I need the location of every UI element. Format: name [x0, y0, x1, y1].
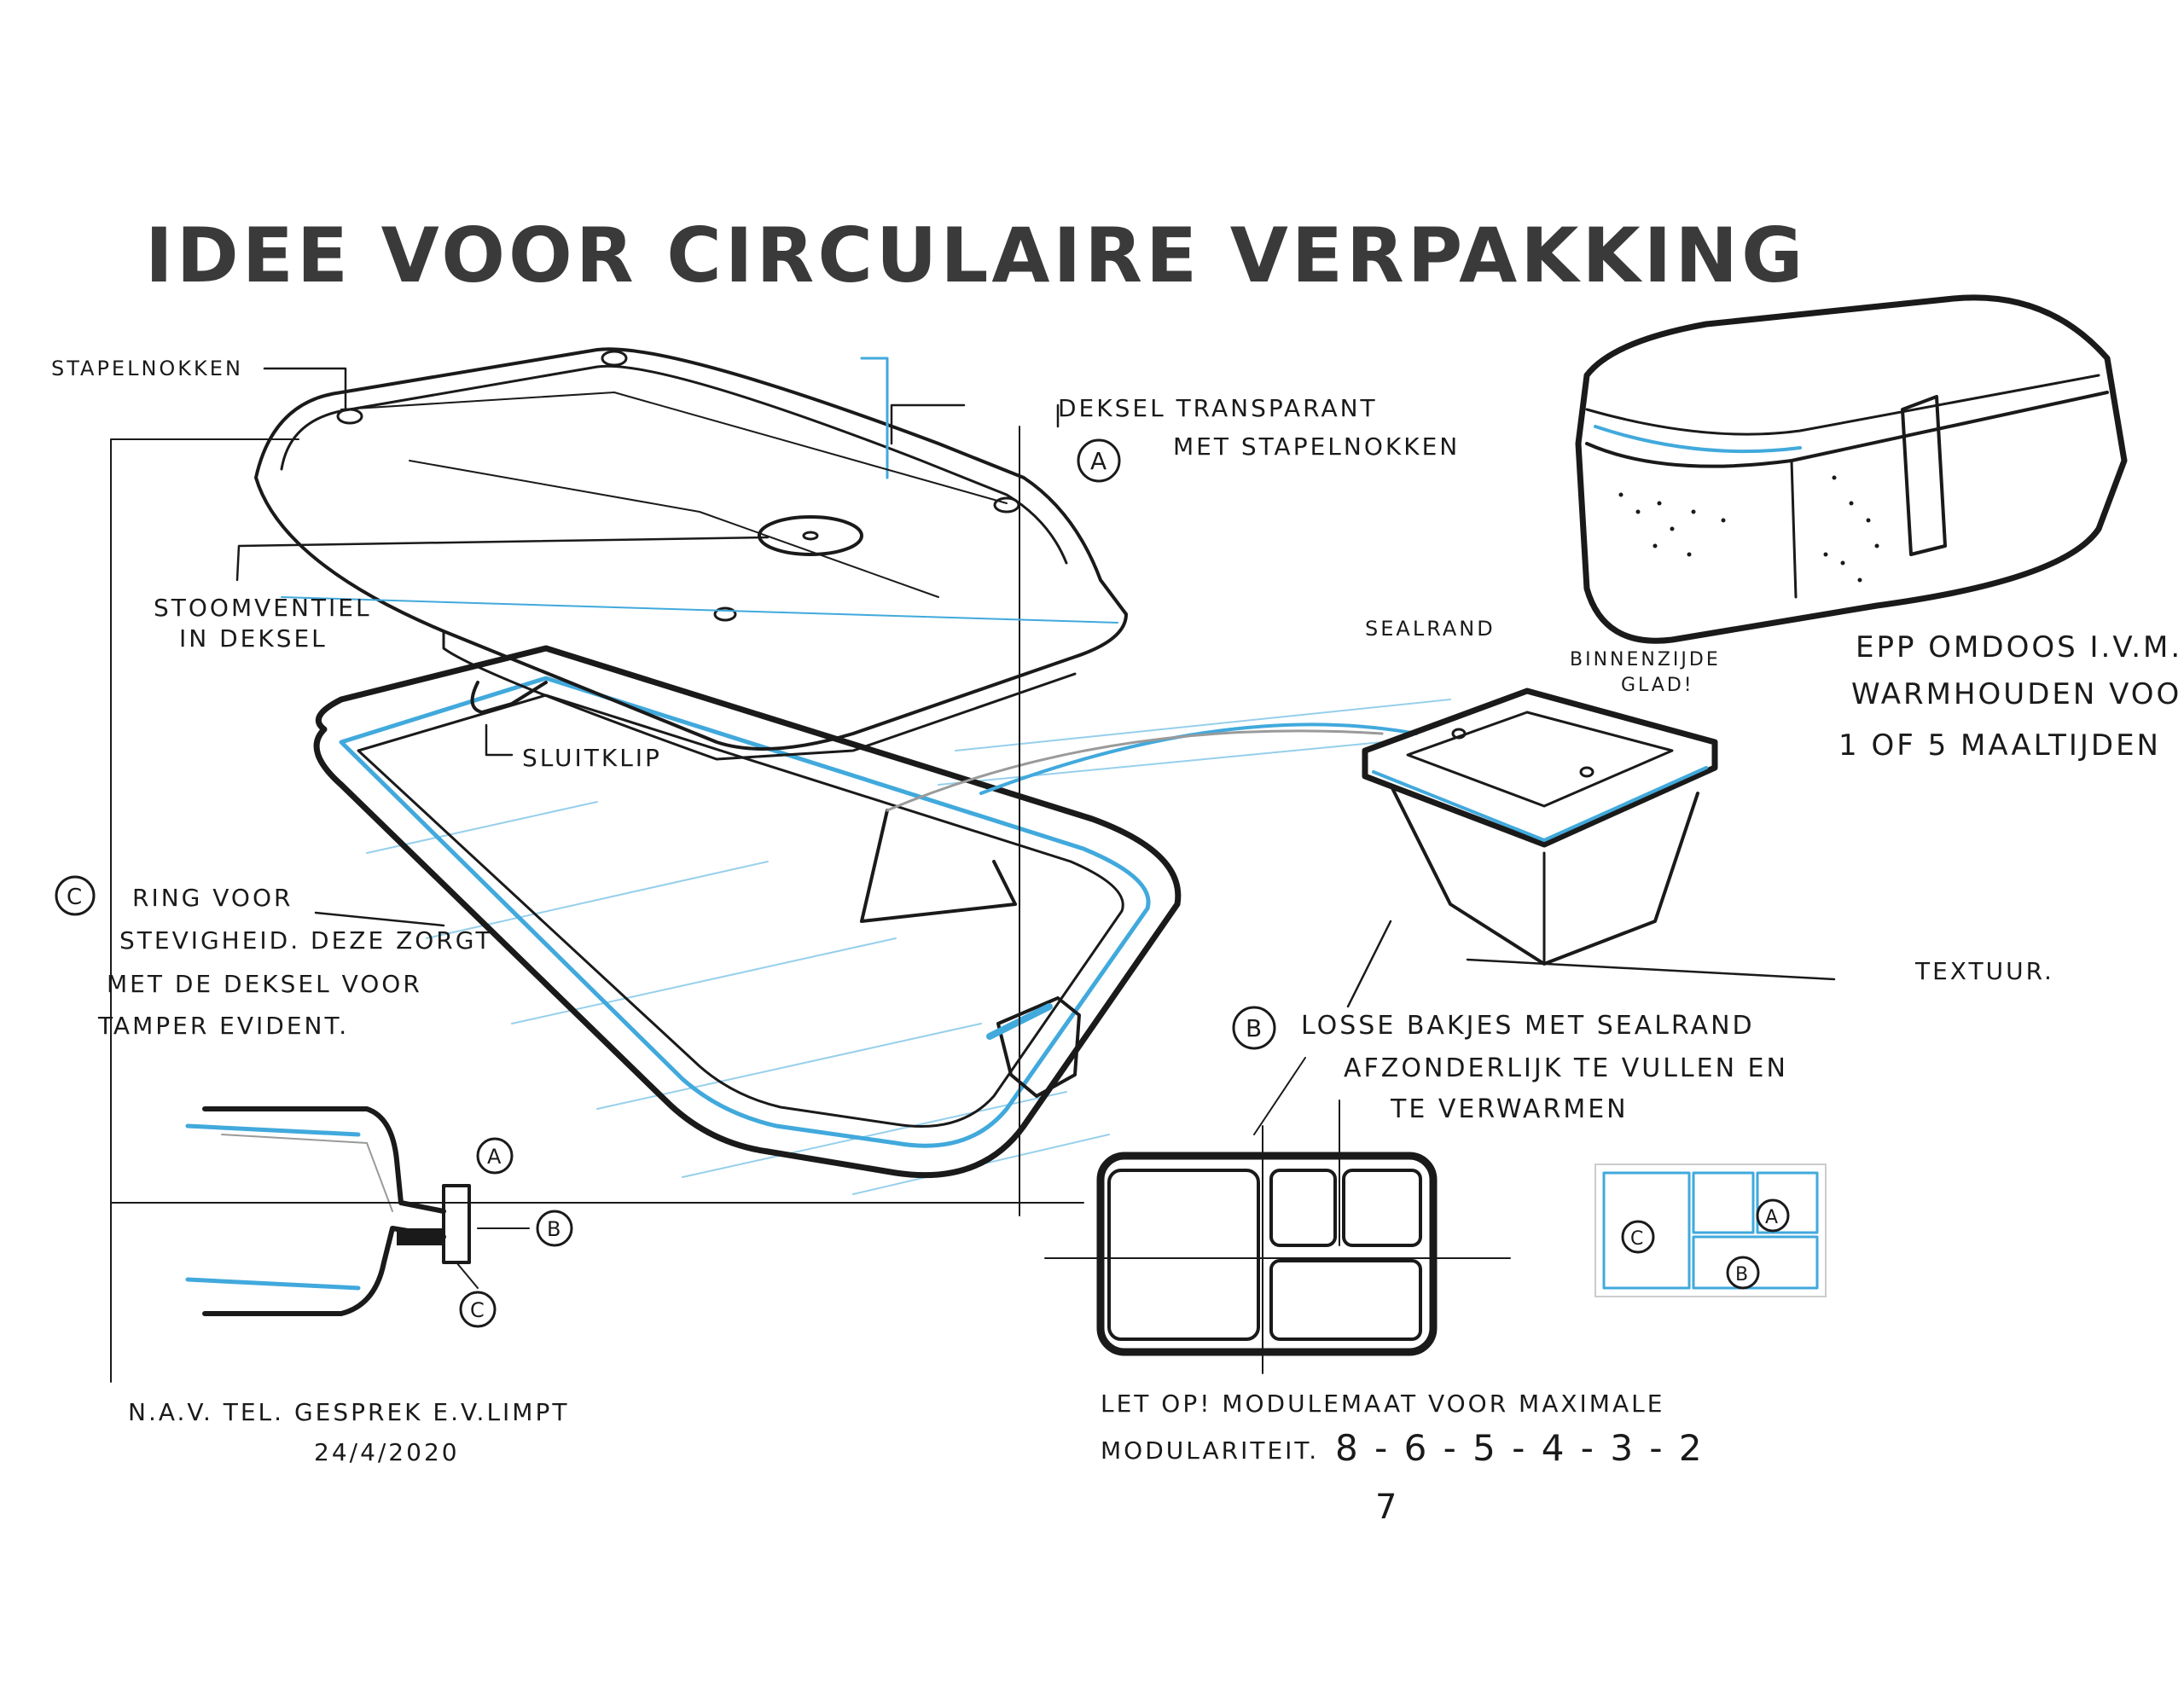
grid-label-c: C [1630, 1228, 1646, 1250]
label-sealrand: SEALRAND [1365, 617, 1496, 641]
label-losse-line3: TE VERWARMEN [1390, 1094, 1629, 1124]
note-line2: 24/4/2020 [314, 1438, 460, 1466]
detail-label-b: B [547, 1217, 563, 1241]
grid-label-b: B [1735, 1264, 1751, 1285]
letop-line2: MODULARITEIT. [1101, 1436, 1319, 1465]
modular-top-view [1044, 1057, 1511, 1374]
marker-c-circle [55, 875, 96, 916]
marker-a-circle [1077, 438, 1121, 483]
label-losse-line2: AFZONDERLIJK TE VULLEN EN [1344, 1053, 1788, 1083]
marker-b-circle [1232, 1006, 1276, 1050]
label-ring-line4: TAMPER EVIDENT. [97, 1012, 349, 1040]
label-stoomventiel-line1: STOOMVENTIEL [154, 594, 372, 622]
grid-label-a: A [1765, 1207, 1780, 1228]
label-epp-line2: WARMHOUDEN VOOR [1851, 677, 2184, 711]
rim-section-detail [110, 1106, 1084, 1328]
detail-label-a: A [487, 1145, 503, 1169]
label-epp-line3: 1 OF 5 MAALTIJDEN [1838, 728, 2161, 763]
label-binnenzijde-line2: GLAD! [1621, 675, 1694, 696]
label-ring-line3: MET DE DEKSEL VOOR [107, 970, 422, 998]
epp-texture-dots [1618, 475, 1879, 583]
label-deksel-line2: MET STAPELNOKKEN [1173, 432, 1460, 461]
marker-a-label: A [1090, 447, 1109, 475]
note-line1: N.A.V. TEL. GESPREK E.V.LIMPT [128, 1398, 569, 1426]
label-losse-line1: LOSSE BAKJES MET SEALRAND [1301, 1011, 1755, 1041]
module-sequence-sub: 7 [1375, 1488, 1399, 1527]
label-deksel-line1: DEKSEL TRANSPARANT [1058, 394, 1378, 422]
label-sluitklip: SLUITKLIP [522, 744, 662, 772]
tray-blue-hatching [366, 699, 1451, 1195]
label-binnenzijde-line1: BINNENZIJDE [1570, 649, 1721, 670]
letop-line1: LET OP! MODULEMAAT VOOR MAXIMALE [1101, 1390, 1664, 1418]
single-tray-drawing [1362, 688, 1718, 966]
label-stapelnokken: STAPELNOKKEN [51, 357, 243, 380]
label-textuur: TEXTUUR. [1914, 957, 2054, 985]
lid-drawing [110, 347, 1128, 1383]
module-grid-sketch [1594, 1163, 1827, 1297]
sheet-title: IDEE VOOR CIRCULAIRE VERPAKKING [145, 212, 1806, 299]
marker-b-label: B [1246, 1014, 1264, 1042]
label-epp-line1: EPP OMDOOS I.V.M. [1856, 630, 2182, 664]
marker-c-label: C [67, 885, 84, 910]
detail-label-c: C [470, 1298, 487, 1322]
label-stoomventiel-line2: IN DEKSEL [179, 624, 328, 653]
annotations: STAPELNOKKEN DEKSEL TRANSPARANT MET STAP… [51, 357, 2184, 1527]
label-ring-line2: STEVIGHEID. DEZE ZORGT [119, 926, 493, 955]
module-sequence: 8 - 6 - 5 - 4 - 3 - 2 [1335, 1427, 1705, 1469]
label-ring-line1: RING VOOR [132, 884, 293, 912]
epp-box-drawing [1575, 294, 2128, 644]
label-leaders [235, 367, 1836, 1008]
